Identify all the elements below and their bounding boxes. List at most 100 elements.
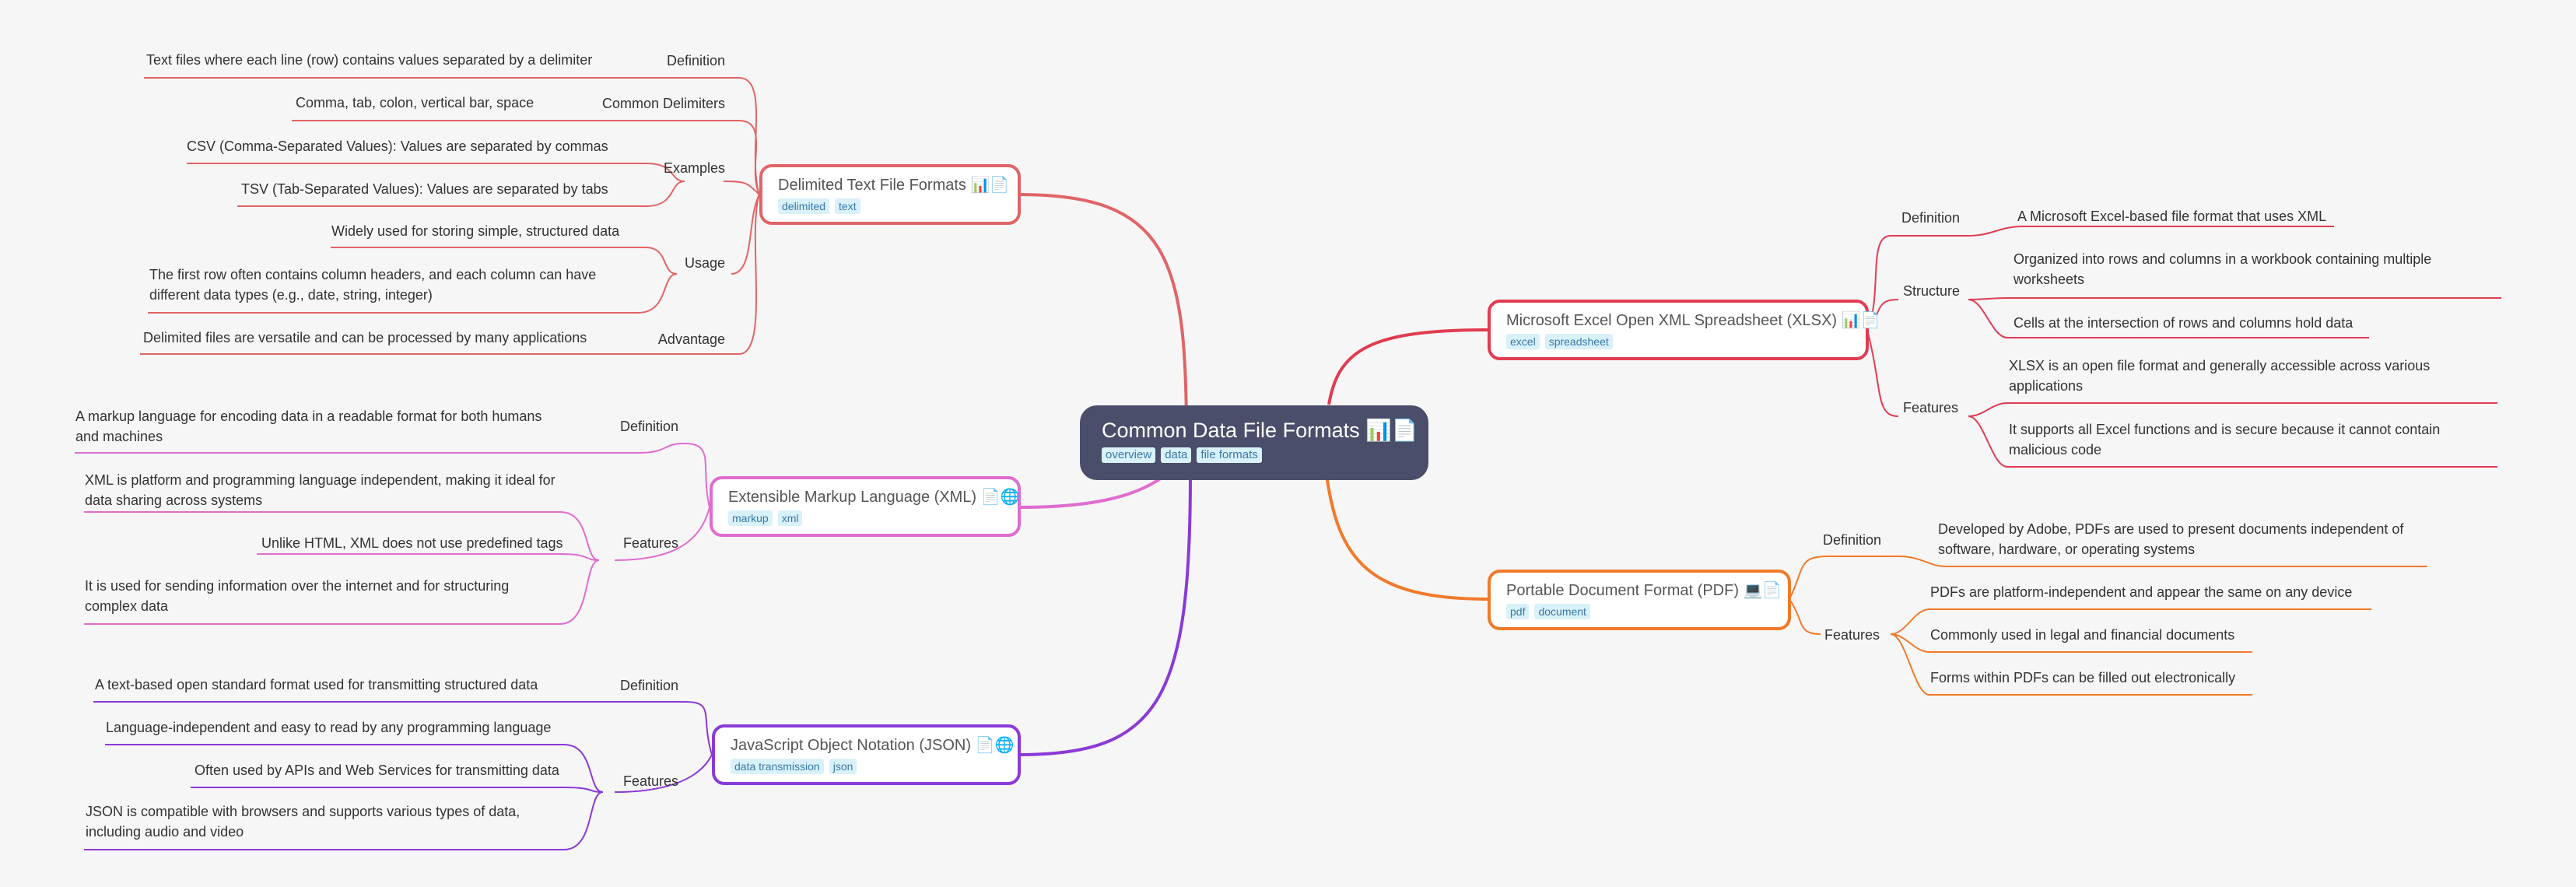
edge-json-features xyxy=(614,754,713,793)
branch-xml[interactable]: Extensible Markup Language (XML) 📄🌐 mark… xyxy=(710,476,1021,537)
json-feature-3: JSON is compatible with browsers and sup… xyxy=(86,804,520,840)
pdf-features-label: Features xyxy=(1824,627,1880,643)
delimited-delimiters-label: Common Delimiters xyxy=(601,96,725,111)
tag[interactable]: data transmission xyxy=(731,759,824,774)
branch-tags: pdf document xyxy=(1506,604,1772,619)
json-feature-2: Often used by APIs and Web Services for … xyxy=(195,763,559,778)
edge-xml-f1 xyxy=(84,511,600,561)
branch-tags: delimited text xyxy=(778,198,1002,214)
branch-title: Extensible Markup Language (XML) 📄🌐 xyxy=(728,489,1020,506)
xml-definition: A markup language for encoding data in a… xyxy=(75,408,542,444)
delimited-advantage-label: Advantage xyxy=(657,331,725,347)
edge-xml-f2 xyxy=(257,553,600,561)
edge-root-json xyxy=(1018,474,1192,756)
branch-delimited[interactable]: Delimited Text File Formats 📊📄 delimited… xyxy=(759,164,1021,225)
delimited-example-1: CSV (Comma-Separated Values): Values are… xyxy=(187,138,608,154)
branch-xlsx[interactable]: Microsoft Excel Open XML Spreadsheet (XL… xyxy=(1488,300,1880,360)
edge-xlsx-s2 xyxy=(1968,299,2369,338)
pdf-definition: Developed by Adobe, PDFs are used to pre… xyxy=(1938,521,2404,557)
xml-features-label: Features xyxy=(622,535,678,551)
edge-xlsx-features xyxy=(1866,329,1899,417)
branch-tags: markup xml xyxy=(728,510,1002,526)
xml-definition-label: Definition xyxy=(619,419,678,434)
delimited-advantage: Delimited files are versatile and can be… xyxy=(143,330,587,345)
tag[interactable]: spreadsheet xyxy=(1544,334,1613,349)
tag[interactable]: text xyxy=(835,198,860,214)
tag[interactable]: data xyxy=(1161,447,1192,463)
root-title: Common Data File Formats 📊📄 xyxy=(1102,419,1418,442)
edge-xlsx-s1 xyxy=(1968,297,2501,300)
edge-root-pdf xyxy=(1325,474,1488,601)
edge-json-f1 xyxy=(105,744,604,793)
xlsx-feature-2: It supports all Excel functions and is s… xyxy=(2009,422,2441,458)
edge-json-f3 xyxy=(84,791,604,850)
root-tags: overview data file formats xyxy=(1102,447,1407,463)
edge-examples-2 xyxy=(237,181,685,207)
edge-usage-2 xyxy=(148,273,678,314)
pdf-feature-2: Commonly used in legal and financial doc… xyxy=(1930,627,2235,643)
tag[interactable]: markup xyxy=(728,510,773,526)
branch-json[interactable]: JavaScript Object Notation (JSON) 📄🌐 dat… xyxy=(712,724,1021,785)
delimited-usage-label: Usage xyxy=(684,255,725,271)
edge-root-xlsx xyxy=(1327,328,1488,405)
branch-title: JavaScript Object Notation (JSON) 📄🌐 xyxy=(731,737,1015,754)
tag[interactable]: overview xyxy=(1102,447,1156,463)
tag[interactable]: delimited xyxy=(778,198,830,214)
xlsx-structure-1: Organized into rows and columns in a wor… xyxy=(2013,251,2432,287)
tag[interactable]: json xyxy=(829,759,857,774)
json-feature-1: Language-independent and easy to read by… xyxy=(106,720,552,735)
edge-xlsx-f1 xyxy=(1968,402,2497,417)
pdf-definition-label: Definition xyxy=(1823,532,1882,548)
edge-usage-1 xyxy=(331,247,678,275)
xlsx-features-label: Features xyxy=(1903,400,1959,415)
xlsx-structure-label: Structure xyxy=(1903,283,1961,299)
edge-pdf-f1 xyxy=(1890,608,2371,635)
edge-delimited-advantage xyxy=(140,194,760,355)
edge-pdf-features xyxy=(1789,598,1821,635)
xlsx-definition-label: Definition xyxy=(1901,210,1961,226)
json-definition-label: Definition xyxy=(619,678,678,693)
json-definition: A text-based open standard format used f… xyxy=(95,677,538,692)
edge-delimited-usage xyxy=(731,194,760,275)
edge-pdf-f2 xyxy=(1890,633,2252,653)
edge-examples-1 xyxy=(187,163,685,182)
edge-json-f2 xyxy=(191,787,604,793)
tag[interactable]: document xyxy=(1534,604,1590,619)
edge-pdf-definition xyxy=(1789,556,2427,600)
branch-tags: excel spreadsheet xyxy=(1506,334,1850,349)
tag[interactable]: xml xyxy=(777,510,803,526)
edge-xml-features xyxy=(614,507,710,561)
edge-xml-definition xyxy=(75,442,710,508)
delimited-usage-1: Widely used for storing simple, structur… xyxy=(331,223,620,239)
tag[interactable]: excel xyxy=(1506,334,1540,349)
edge-xml-f3 xyxy=(84,559,600,625)
branch-pdf[interactable]: Portable Document Format (PDF) 💻📄 pdf do… xyxy=(1488,570,1791,630)
edge-pdf-f3 xyxy=(1890,633,2252,696)
xml-feature-3: It is used for sending information over … xyxy=(85,578,510,614)
branch-title: Microsoft Excel Open XML Spreadsheet (XL… xyxy=(1506,312,1880,329)
edge-xlsx-definition xyxy=(1866,226,2334,331)
xml-feature-2: Unlike HTML, XML does not use predefined… xyxy=(261,535,563,551)
delimited-examples-label: Examples xyxy=(663,160,725,176)
branch-title: Portable Document Format (PDF) 💻📄 xyxy=(1506,582,1782,599)
pdf-feature-3: Forms within PDFs can be filled out elec… xyxy=(1930,670,2236,685)
delimited-definition-label: Definition xyxy=(666,53,725,68)
xml-feature-1: XML is platform and programming language… xyxy=(85,472,556,508)
branch-title: Delimited Text File Formats 📊📄 xyxy=(778,177,1010,194)
tag[interactable]: pdf xyxy=(1506,604,1530,619)
edge-json-definition xyxy=(93,701,713,756)
delimited-example-2: TSV (Tab-Separated Values): Values are s… xyxy=(241,181,608,197)
edge-xlsx-structure xyxy=(1866,299,1899,331)
edge-delimited-examples xyxy=(723,181,760,195)
pdf-feature-1: PDFs are platform-independent and appear… xyxy=(1930,584,2353,600)
edge-xlsx-f2 xyxy=(1968,415,2497,468)
edge-root-delimited xyxy=(1018,193,1188,436)
xlsx-feature-1: XLSX is an open file format and generall… xyxy=(2009,358,2431,394)
branch-tags: data transmission json xyxy=(731,759,1002,774)
tag[interactable]: file formats xyxy=(1197,447,1262,463)
xlsx-definition: A Microsoft Excel-based file format that… xyxy=(2017,209,2327,224)
edge-delimited-delimiters xyxy=(292,120,760,195)
delimited-delimiters: Comma, tab, colon, vertical bar, space xyxy=(296,95,534,110)
root-node[interactable]: Common Data File Formats 📊📄 overview dat… xyxy=(1080,405,1428,480)
